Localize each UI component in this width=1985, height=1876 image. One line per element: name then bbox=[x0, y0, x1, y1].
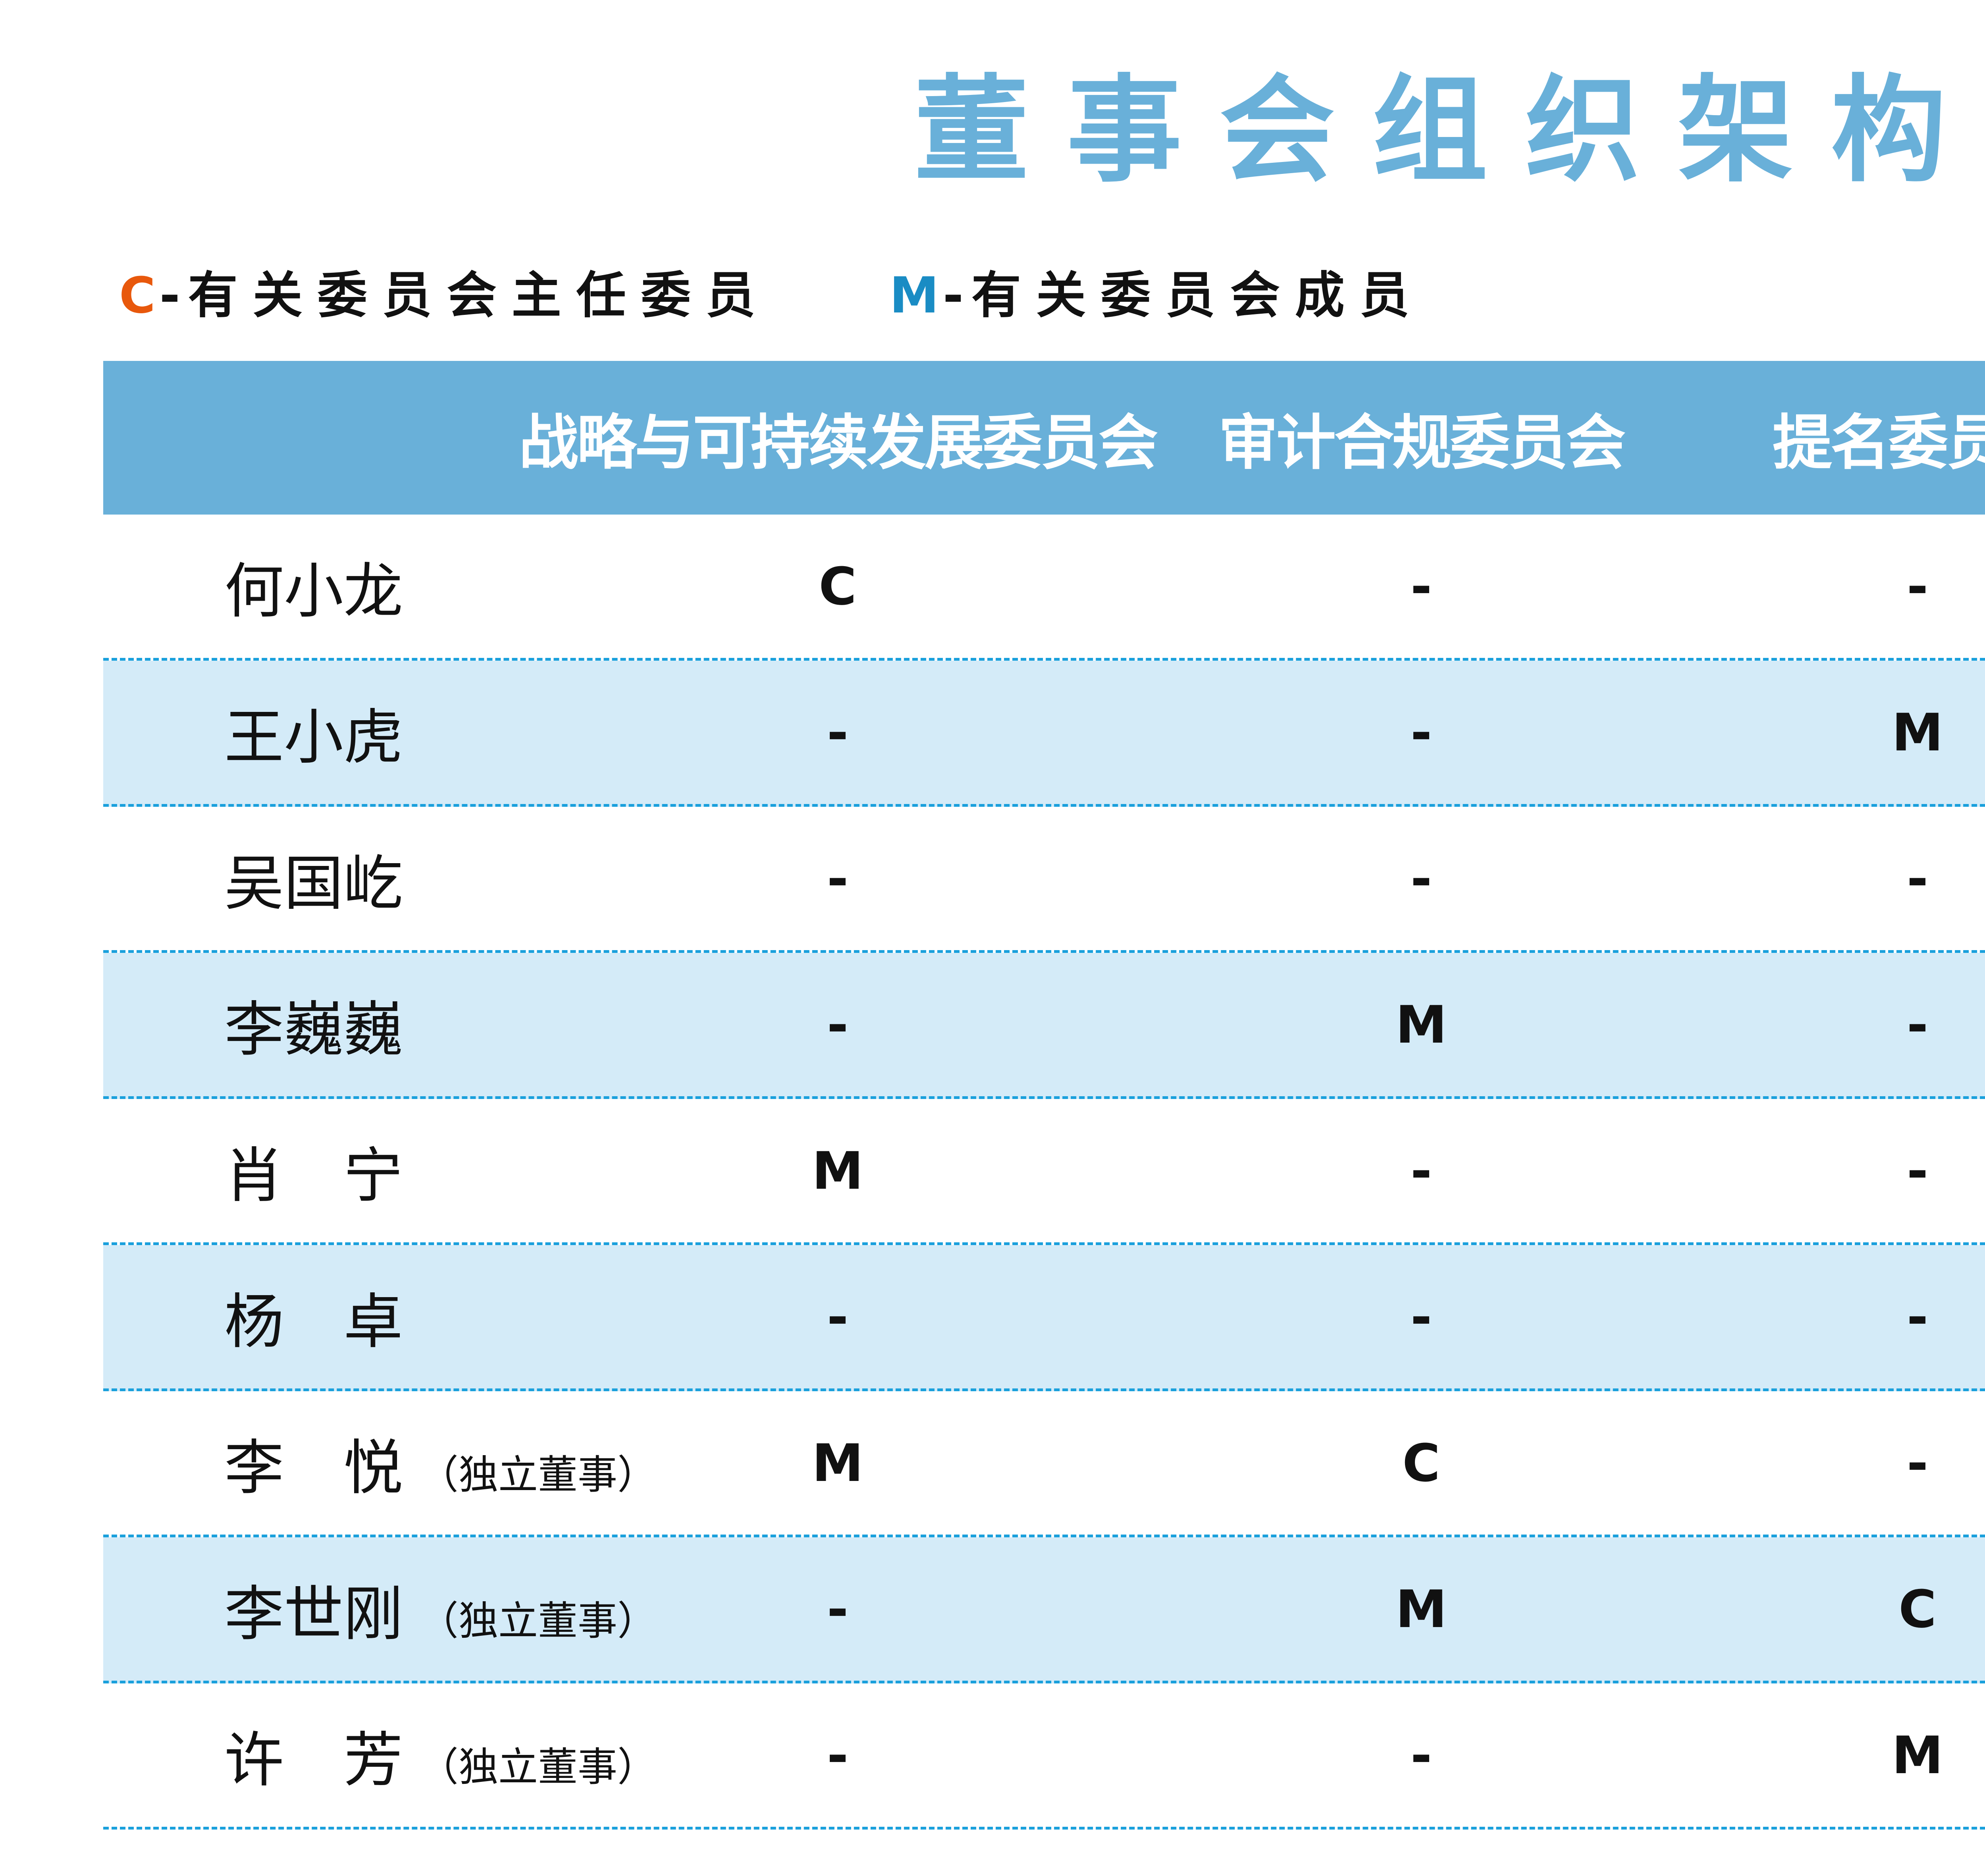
table-row: 吴国屹---- bbox=[103, 807, 1985, 953]
table-row: 杨 卓---- bbox=[103, 1245, 1985, 1391]
member-code: M bbox=[889, 267, 943, 324]
director-name-cell: 吴国屹 bbox=[103, 835, 500, 922]
committee-table: 战略与可持续发展委员会 审计合规委员会 提名委员会 薪酬与考核委员会 何小龙 C -… bbox=[103, 361, 1985, 1830]
legend-label-member: 有关委员会成员 bbox=[971, 267, 1424, 324]
director-name: 吴国屹 bbox=[224, 849, 403, 918]
director-name: 李世刚 bbox=[224, 1580, 403, 1649]
director-name-cell: 肖 宁 bbox=[103, 1128, 500, 1214]
role-chair: C bbox=[819, 556, 857, 617]
legend-label-chair: 有关委员会主任委员 bbox=[188, 267, 771, 324]
role-chair: C bbox=[1402, 1433, 1440, 1493]
role-none: - bbox=[1907, 556, 1928, 617]
role-none: - bbox=[827, 1579, 848, 1639]
director-name-cell: 王小虎 bbox=[103, 689, 500, 775]
independent-director-note: （独立董事） bbox=[419, 1452, 657, 1498]
role-none: - bbox=[1411, 702, 1432, 763]
chair-code: C bbox=[119, 267, 160, 324]
independent-director-note: （独立董事） bbox=[419, 1744, 657, 1790]
legend-item-chair: C - 有关委员会主任委员 bbox=[119, 260, 771, 332]
header-audit-committee: 审计合规委员会 bbox=[1218, 409, 1626, 478]
table-row: 李世刚（独立董事）-MCM bbox=[103, 1537, 1985, 1683]
role-none: - bbox=[827, 848, 848, 909]
director-name: 肖 宁 bbox=[224, 1141, 403, 1211]
table-row: 许 芳（独立董事）--MC bbox=[103, 1683, 1985, 1830]
director-name-cell: 何小龙 bbox=[103, 543, 500, 629]
table-row: 李 悦（独立董事）MC-M bbox=[103, 1391, 1985, 1537]
role-none: - bbox=[1411, 1140, 1432, 1201]
director-name: 李巍巍 bbox=[224, 995, 403, 1064]
table-row: 李巍巍-M-- bbox=[103, 953, 1985, 1099]
director-name: 杨 卓 bbox=[224, 1288, 403, 1357]
legend-separator: - bbox=[943, 267, 967, 324]
role-member: M bbox=[1892, 1725, 1943, 1785]
director-name-cell: 许 芳 （独立董事） bbox=[103, 1712, 657, 1798]
table-header: 战略与可持续发展委员会 审计合规委员会 提名委员会 薪酬与考核委员会 bbox=[103, 361, 1985, 515]
table-row: 肖 宁M--- bbox=[103, 1099, 1985, 1245]
table-row: 王小虎--M- bbox=[103, 661, 1985, 807]
role-none: - bbox=[1411, 1286, 1432, 1347]
director-name: 王小虎 bbox=[224, 703, 403, 772]
director-name: 许 芳 bbox=[224, 1726, 403, 1795]
role-member: M bbox=[812, 1433, 863, 1493]
table-body: 何小龙 C - - - 王小虎 - - M - 吴国屹 - - - - 李巍巍 - M - - 肖 宁 M - - - 杨 卓 - -… bbox=[103, 515, 1985, 1830]
header-strategy-committee: 战略与可持续发展委员会 bbox=[518, 409, 1158, 478]
role-none: - bbox=[1907, 1286, 1928, 1347]
role-none: - bbox=[827, 994, 848, 1055]
role-none: - bbox=[1411, 556, 1432, 617]
role-none: - bbox=[827, 1286, 848, 1347]
header-nomination-committee: 提名委员会 bbox=[1772, 409, 1985, 478]
role-none: - bbox=[1907, 1140, 1928, 1201]
director-name: 李 悦 bbox=[224, 1434, 403, 1503]
director-name-cell: 李巍巍 bbox=[103, 981, 500, 1068]
role-member: M bbox=[1892, 702, 1943, 763]
role-none: - bbox=[1411, 1725, 1432, 1785]
role-member: M bbox=[1395, 994, 1447, 1055]
role-none: - bbox=[827, 702, 848, 763]
role-member: M bbox=[1395, 1579, 1447, 1639]
independent-director-note: （独立董事） bbox=[419, 1598, 657, 1644]
director-name-cell: 杨 卓 bbox=[103, 1274, 500, 1360]
legend: C - 有关委员会主任委员 M - 有关委员会成员 bbox=[119, 260, 1424, 332]
director-name-cell: 李 悦 （独立董事） bbox=[103, 1420, 657, 1506]
legend-separator: - bbox=[159, 267, 184, 324]
legend-item-member: M - 有关委员会成员 bbox=[890, 260, 1424, 332]
role-none: - bbox=[1411, 848, 1432, 909]
director-name-cell: 李世刚 （独立董事） bbox=[103, 1566, 657, 1652]
role-none: - bbox=[1907, 994, 1928, 1055]
role-none: - bbox=[1907, 1433, 1928, 1493]
role-none: - bbox=[1907, 848, 1928, 909]
director-name: 何小龙 bbox=[224, 557, 403, 626]
role-chair: C bbox=[1898, 1579, 1937, 1639]
role-none: - bbox=[827, 1725, 848, 1785]
role-member: M bbox=[812, 1140, 863, 1201]
page-title: 董事会组织架构 bbox=[914, 64, 1984, 198]
